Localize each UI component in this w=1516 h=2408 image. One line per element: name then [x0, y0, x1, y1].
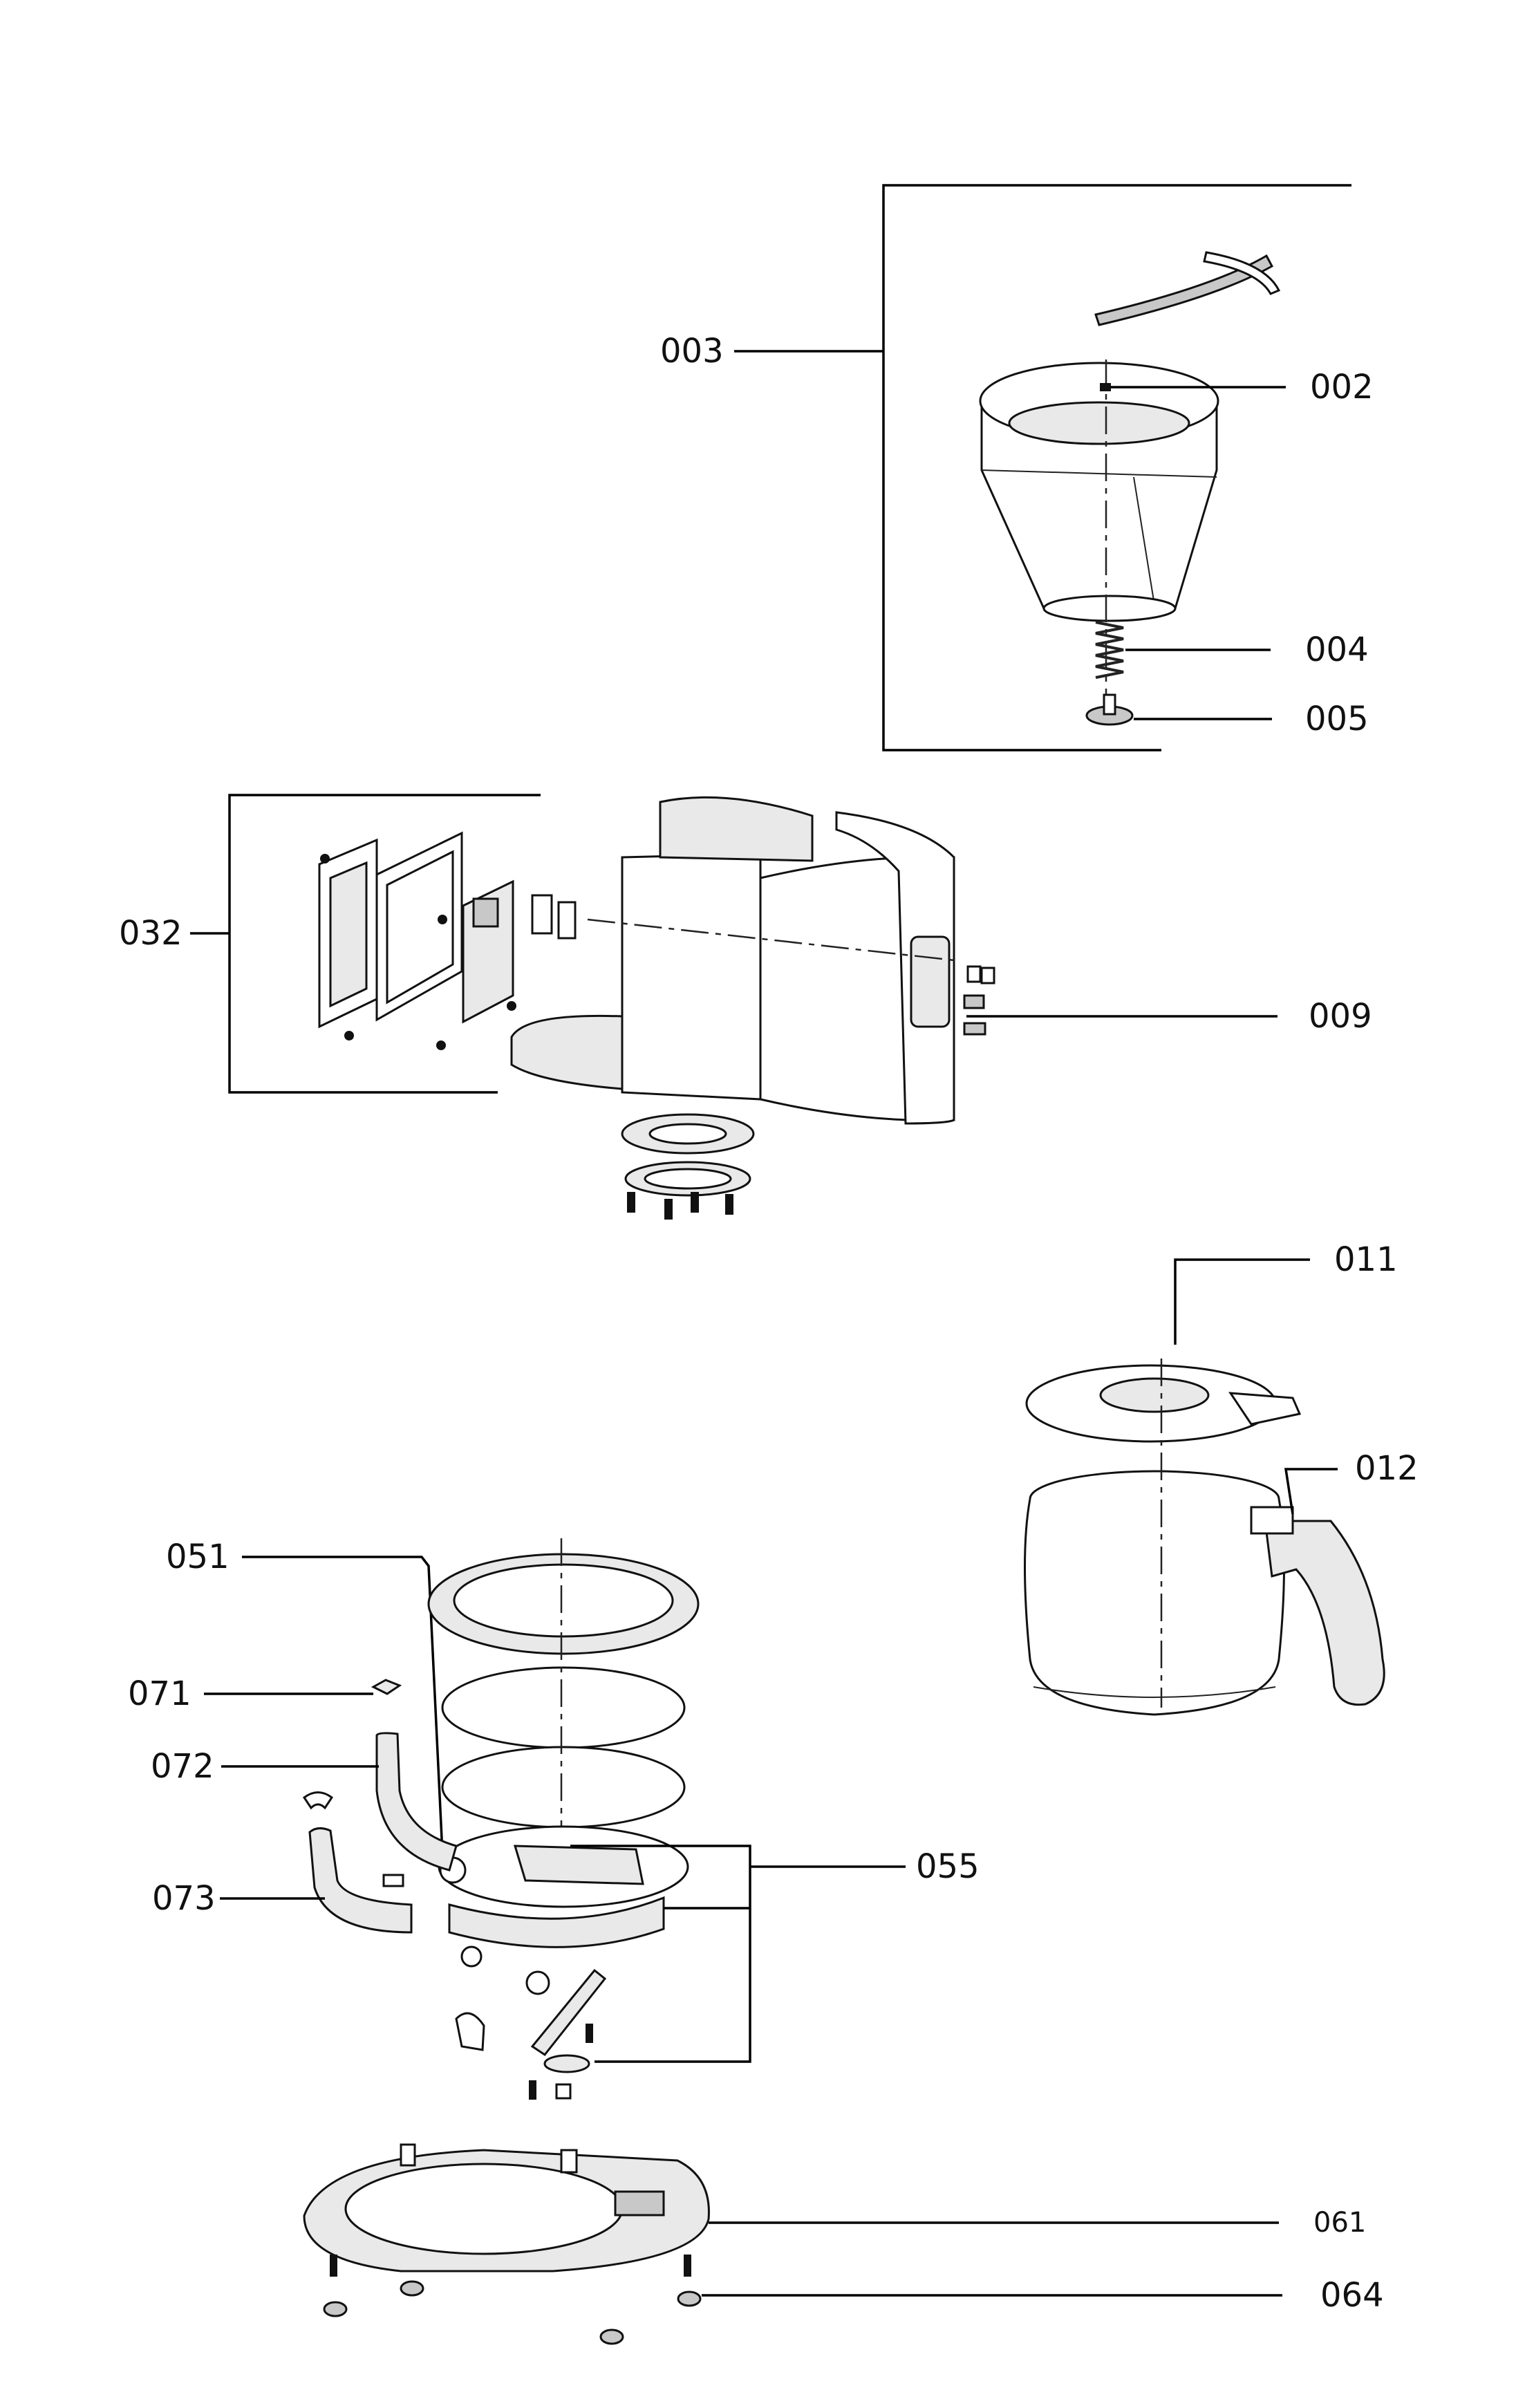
basket-bottom: [1042, 595, 1177, 622]
callout-002: 002: [1310, 368, 1374, 407]
heater-clip-bar: [530, 1968, 607, 2057]
callout-005: 005: [1305, 700, 1369, 738]
basket-band: [981, 469, 1217, 478]
callout-032: 032: [119, 914, 183, 953]
bracket-003: [882, 184, 1351, 752]
cold-water-tube: [308, 1827, 413, 1934]
tube-clamp: [302, 1791, 334, 1810]
panel-button-a: [531, 894, 553, 935]
group-061-base-plate: 061 064: [303, 2143, 1384, 2345]
housing-display-window: [910, 935, 951, 1028]
housing-base-tray: [510, 1014, 624, 1090]
housing-right-shell: [835, 811, 955, 1125]
leader-012: [1284, 1468, 1338, 1515]
base-post: [560, 2149, 578, 2174]
terminal-block: [614, 2190, 665, 2216]
base-ring-lower-hole: [644, 1168, 732, 1190]
carafe-handle-clip: [1250, 1506, 1294, 1535]
panel-gasket-inner: [386, 850, 454, 1005]
screw: [320, 854, 330, 864]
group-032-control-panel: 032: [119, 794, 577, 1094]
base-plate-recess: [344, 2163, 624, 2255]
carafe-band: [1033, 1686, 1276, 1698]
callout-012: 012: [1355, 1449, 1419, 1488]
small-connector: [382, 1874, 404, 1887]
drip-pin: [1100, 383, 1111, 391]
carafe-lid-center: [1099, 1377, 1210, 1413]
switch-part: [963, 1022, 986, 1036]
panel-back-inner: [329, 861, 368, 1008]
leader-011: [1174, 1258, 1310, 1345]
callout-009: 009: [1309, 997, 1372, 1036]
callout-055: 055: [916, 1847, 980, 1886]
screw: [529, 2080, 536, 2100]
callout-064: 064: [1320, 2276, 1384, 2315]
screw: [586, 2024, 593, 2043]
bracket-055: [570, 1845, 751, 2063]
nut: [555, 2083, 572, 2100]
group-011-carafe: 011 012: [1024, 1240, 1419, 1716]
warming-plate-ring-inner: [453, 1563, 674, 1638]
screw: [438, 915, 447, 924]
switch-part: [963, 994, 985, 1009]
heater-insulator: [441, 1746, 686, 1829]
basket-seam: [1133, 476, 1155, 606]
filter-ring: [1094, 254, 1274, 326]
leader-051: [242, 1556, 444, 1854]
panel-button-b: [557, 901, 577, 940]
group-009-housing: 009: [510, 796, 1372, 1220]
thermal-fuse: [455, 2012, 485, 2051]
callout-011: 011: [1334, 1240, 1398, 1279]
group-003-filter-basket: 003 002 004 005: [660, 184, 1374, 752]
carafe-lid-tab: [1228, 1392, 1302, 1426]
warming-plate-disc: [441, 1666, 686, 1749]
housing-left-tower: [621, 852, 762, 1101]
switch-part: [966, 965, 982, 983]
hot-water-tube: [375, 1732, 458, 1872]
callout-004: 004: [1305, 631, 1369, 669]
carafe-body: [1024, 1498, 1285, 1716]
callout-071: 071: [128, 1674, 191, 1713]
pcb-switch: [472, 897, 499, 928]
base-screws: [627, 1192, 733, 1220]
housing-top-left: [659, 796, 814, 862]
callout-003: 003: [660, 332, 724, 371]
callout-073: 073: [152, 1879, 216, 1918]
base-ring-upper-hole: [648, 1123, 727, 1145]
valve-stem: [1103, 693, 1116, 716]
callout-061: 061: [1313, 2207, 1366, 2239]
base-post: [400, 2143, 416, 2167]
washer: [543, 2054, 590, 2073]
callout-072: 072: [151, 1747, 214, 1786]
thermostat: [460, 1945, 483, 1968]
carafe-handle: [1264, 1520, 1385, 1706]
heater-body: [448, 1896, 665, 1948]
base-feet: [323, 2255, 702, 2345]
screw: [507, 1001, 516, 1011]
group-051-heater: 051 071 072 073 055: [128, 1538, 980, 2100]
callout-051: 051: [166, 1538, 230, 1576]
filter-ring-end: [1203, 251, 1281, 295]
screw: [436, 1040, 446, 1050]
spring: [1095, 621, 1124, 679]
nut: [525, 1970, 550, 1995]
screw: [344, 1031, 354, 1040]
switch-part: [980, 967, 995, 984]
hose-clamp: [371, 1679, 402, 1695]
heater-element: [513, 1845, 644, 1885]
bracket-032: [228, 794, 541, 1094]
axis-housing: [587, 918, 962, 962]
filter-basket-inner: [1008, 401, 1190, 445]
